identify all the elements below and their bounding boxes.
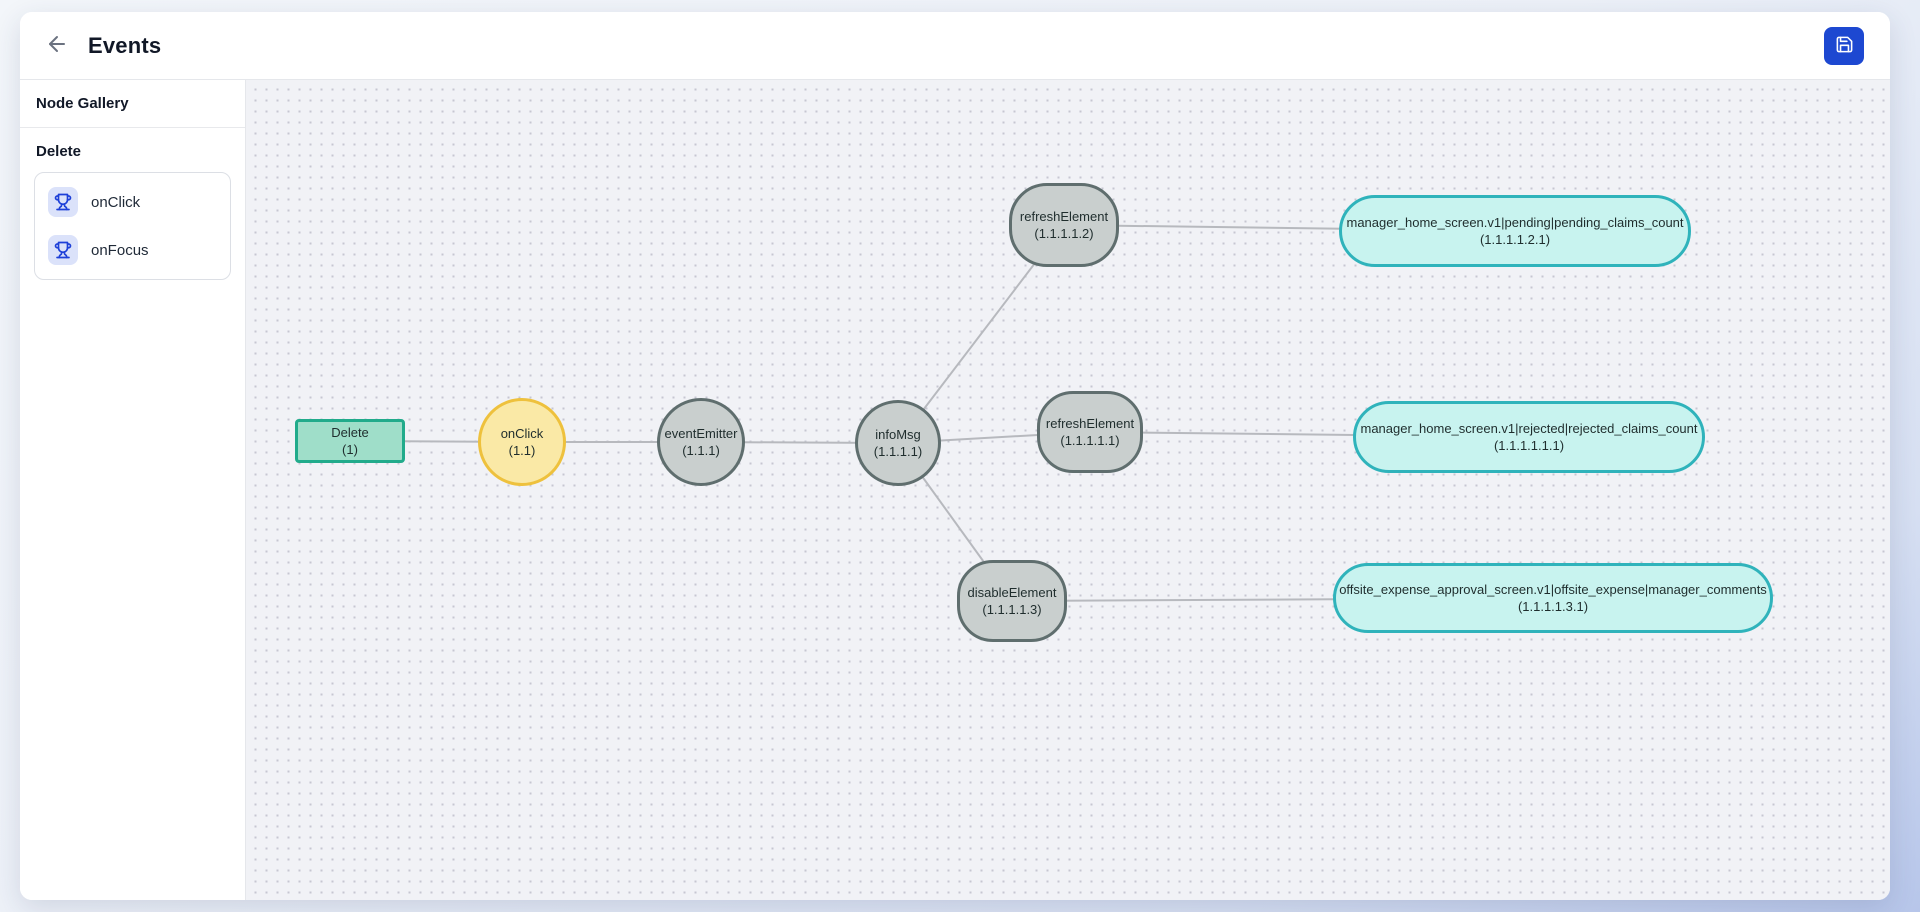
node-label: eventEmitter — [664, 425, 738, 441]
body-row: Node Gallery Delete onClick onFocus Delet… — [20, 80, 1890, 900]
node-label: refreshElement — [1019, 208, 1109, 224]
header: Events — [20, 12, 1890, 80]
node-id: (1.1.1) — [682, 443, 720, 458]
node-gallery-title: Node Gallery — [20, 80, 245, 128]
node-label: disableElement — [967, 584, 1057, 600]
gallery-card: onClick onFocus — [34, 172, 231, 280]
graph-node-infomsg[interactable]: infoMsg (1.1.1.1) — [855, 400, 941, 486]
graph-node-pending-leaf[interactable]: manager_home_screen.v1|pending|pending_c… — [1339, 195, 1691, 267]
node-label: Delete — [331, 424, 369, 440]
gallery-item-label: onClick — [91, 193, 141, 211]
node-id: (1) — [342, 442, 358, 457]
arrow-left-icon — [45, 32, 69, 59]
gallery-item-onFocus[interactable]: onFocus — [35, 226, 230, 274]
graph-node-offsite-leaf[interactable]: offsite_expense_approval_screen.v1|offsi… — [1333, 563, 1773, 633]
node-label: infoMsg — [875, 426, 921, 442]
node-id: (1.1.1.1.2.1) — [1479, 232, 1551, 247]
events-panel: Events Node Gallery Delete onClick onFocu… — [20, 12, 1890, 900]
node-id: (1.1.1.1.3) — [982, 602, 1042, 617]
graph-node-eventemitter[interactable]: eventEmitter (1.1.1) — [657, 398, 745, 486]
node-id: (1.1.1.1.3.1) — [1517, 599, 1589, 614]
gallery-item-label: onFocus — [91, 241, 149, 259]
back-button[interactable] — [42, 31, 72, 61]
graph-node-delete[interactable]: Delete (1) — [295, 419, 405, 463]
node-label: onClick — [500, 425, 544, 441]
node-id: (1.1.1.1.2) — [1034, 226, 1094, 241]
save-icon — [1835, 35, 1854, 57]
gallery-section-title: Delete — [36, 143, 82, 160]
page-title: Events — [88, 32, 162, 58]
graph-node-rejected-leaf[interactable]: manager_home_screen.v1|rejected|rejected… — [1353, 401, 1705, 473]
node-label: manager_home_screen.v1|pending|pending_c… — [1346, 214, 1684, 230]
node-gallery-sidebar: Node Gallery Delete onClick onFocus — [20, 80, 246, 900]
node-id: (1.1.1.1.1.1) — [1493, 438, 1565, 453]
trophy-icon — [48, 187, 78, 217]
node-label: manager_home_screen.v1|rejected|rejected… — [1360, 420, 1698, 436]
save-button[interactable] — [1824, 26, 1864, 65]
graph-node-disable-3[interactable]: disableElement (1.1.1.1.3) — [957, 560, 1067, 642]
graph-canvas[interactable]: Delete (1) onClick (1.1) eventEmitter (1.1.1)… — [246, 80, 1890, 900]
node-id: (1.1.1.1) — [873, 444, 923, 459]
node-id: (1.1) — [508, 443, 536, 458]
node-id: (1.1.1.1.1) — [1060, 433, 1120, 448]
node-label: refreshElement — [1045, 415, 1135, 431]
gallery-item-onClick[interactable]: onClick — [35, 178, 230, 226]
trophy-icon — [48, 235, 78, 265]
node-label: offsite_expense_approval_screen.v1|offsi… — [1339, 581, 1767, 597]
graph-node-refresh-2[interactable]: refreshElement (1.1.1.1.2) — [1009, 183, 1119, 267]
graph-node-refresh-1[interactable]: refreshElement (1.1.1.1.1) — [1037, 391, 1143, 473]
graph-node-onclick[interactable]: onClick (1.1) — [478, 398, 566, 486]
